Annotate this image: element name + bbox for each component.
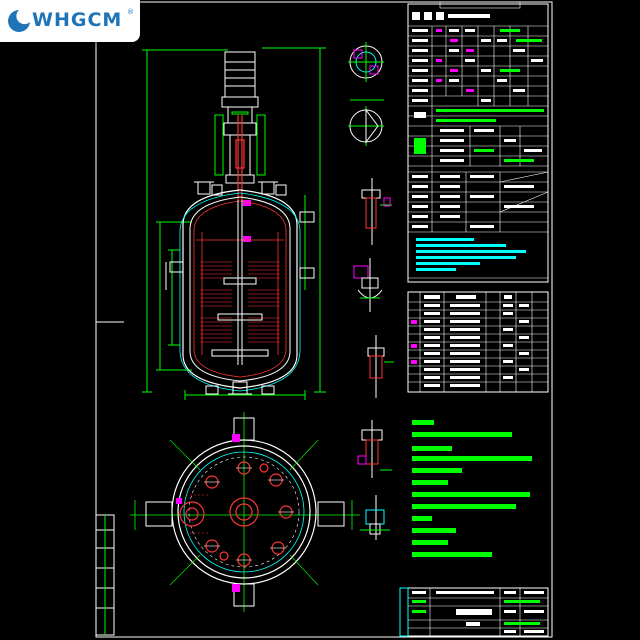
elevation-dimension-lines	[142, 47, 326, 400]
detail-f	[357, 420, 392, 478]
technical-notes	[412, 420, 532, 557]
tech-spec-cells-green	[414, 29, 544, 162]
top-nozzles	[194, 181, 287, 196]
bottom-outlet	[205, 381, 275, 395]
plan-nozzle-ticks	[204, 467, 294, 561]
detail-b	[348, 99, 384, 146]
impellers	[211, 277, 269, 357]
tech-spec-rows	[408, 25, 548, 279]
nozzle-details	[348, 42, 394, 540]
lug-flags	[176, 434, 240, 592]
support-lugs	[145, 417, 345, 607]
detail-a	[348, 42, 384, 82]
agitator-shaft-top	[235, 115, 245, 200]
plan-nozzles	[179, 461, 293, 567]
nozzle-table-grid	[408, 292, 548, 392]
title-block-cells	[412, 591, 544, 633]
agitator-shaft	[237, 200, 243, 365]
tech-spec-notes-cyan	[416, 238, 526, 271]
drive-bracket	[214, 114, 266, 176]
title-block-green	[412, 600, 540, 625]
title-block-grid	[408, 588, 548, 636]
inner-vessel-lining	[193, 200, 287, 378]
registered-mark: ®	[127, 8, 134, 16]
jacket-cyan-line	[179, 192, 301, 392]
tech-spec-cells-white	[412, 29, 543, 228]
motor-drive	[221, 51, 259, 184]
plan-centerlines	[130, 412, 360, 612]
nozzle-table-cells	[424, 295, 529, 387]
plan-hatch	[186, 494, 210, 534]
side-nozzles	[165, 211, 315, 290]
detail-g	[360, 495, 390, 540]
tech-spec-title-strokes	[412, 12, 490, 20]
plan-dim-arrows	[169, 439, 319, 586]
plan-bolt-ring	[188, 456, 300, 568]
detail-d	[353, 258, 383, 312]
plan-jacket-ring	[183, 451, 305, 573]
jacket-shell	[182, 189, 298, 389]
front-elevation-view	[142, 47, 326, 400]
detail-e	[367, 335, 394, 398]
crescent-logo-icon	[8, 10, 30, 32]
tech-spec-table	[407, 1, 549, 283]
top-nozzle-flags	[243, 200, 251, 242]
detail-c	[361, 178, 392, 245]
top-plan-view	[130, 412, 360, 612]
brand-logo: WHGCM ®	[0, 0, 140, 42]
baffle-rods	[196, 232, 284, 355]
drawing-frame	[95, 1, 553, 638]
tech-spec-cells-magenta	[436, 29, 474, 92]
nozzle-table-marks	[411, 320, 417, 364]
brand-logo-text: WHGCM	[32, 9, 123, 31]
nozzle-table	[407, 291, 549, 393]
inner-vessel-shell	[189, 196, 291, 382]
tech-spec-diagonal	[499, 171, 549, 213]
internal-coil	[200, 261, 280, 343]
title-block	[399, 587, 549, 637]
